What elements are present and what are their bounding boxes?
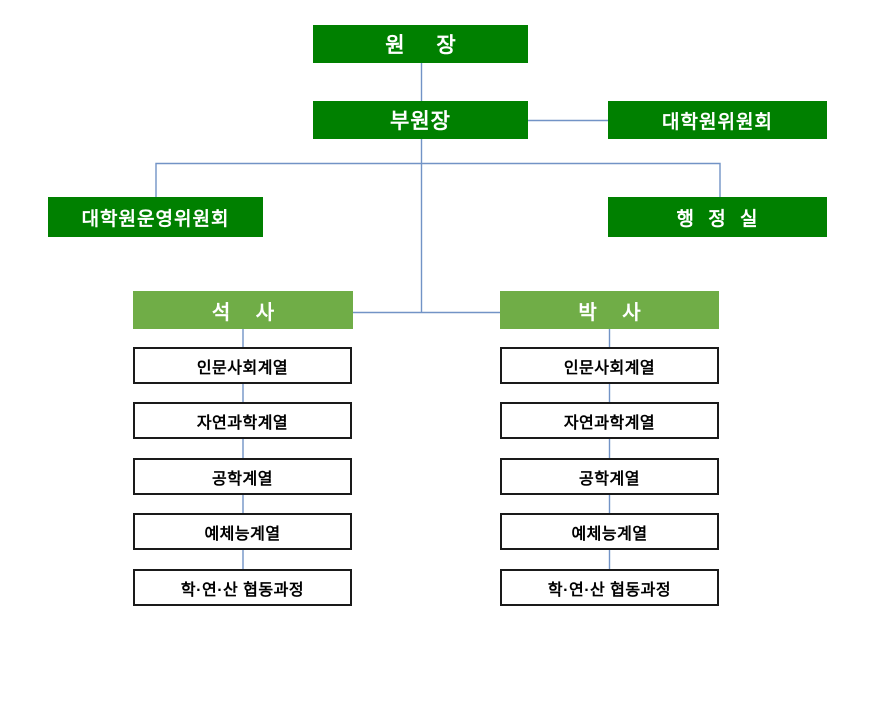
masters-track-arts-sports-box: 예체능계열	[133, 513, 352, 550]
masters-track-natural-science-box: 자연과학계열	[133, 402, 352, 439]
masters-track-engineering-box: 공학계열	[133, 458, 352, 495]
doctoral-track-cooperative-program-box: 학·연·산 협동과정	[500, 569, 719, 606]
vice-director-box: 부원장	[313, 101, 528, 139]
masters-track-cooperative-program-box: 학·연·산 협동과정	[133, 569, 352, 606]
admin-office-box: 행 정 실	[608, 197, 827, 237]
director-box: 원 장	[313, 25, 528, 63]
doctoral-track-natural-science-box: 자연과학계열	[500, 402, 719, 439]
graduate-committee-box: 대학원위원회	[608, 101, 827, 139]
doctoral-track-engineering-box: 공학계열	[500, 458, 719, 495]
doctoral-track-arts-sports-box: 예체능계열	[500, 513, 719, 550]
doctoral-track-humanities-box: 인문사회계열	[500, 347, 719, 384]
doctoral-box: 박 사	[500, 291, 719, 329]
operating-committee-box: 대학원운영위원회	[48, 197, 263, 237]
masters-track-humanities-box: 인문사회계열	[133, 347, 352, 384]
masters-box: 석 사	[133, 291, 353, 329]
